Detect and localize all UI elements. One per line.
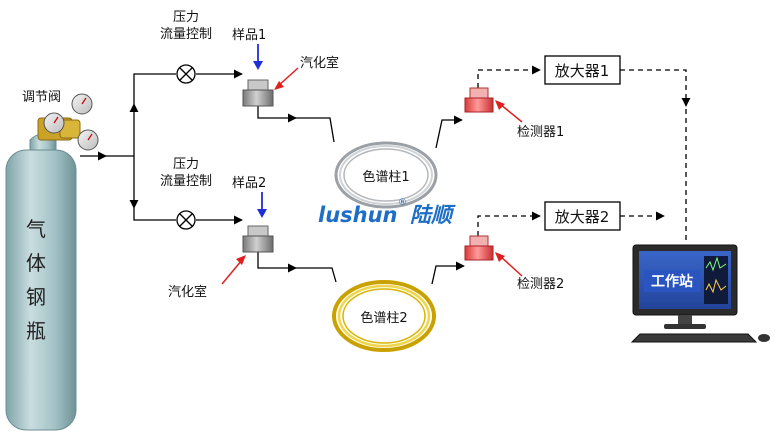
fc1-label-line1: 压力 — [173, 10, 199, 25]
vaporizer-2-label: 汽化室 — [168, 284, 207, 300]
cylinder-label-char-4: 瓶 — [26, 319, 46, 343]
detector-1-callout — [499, 103, 523, 123]
gas-cylinder: 气 体 钢 瓶 — [5, 133, 77, 431]
column-1: 色谱柱1 — [334, 141, 438, 209]
signal-det1-to-amp1 — [477, 65, 541, 88]
vaporizer-1-callout-head — [274, 81, 284, 90]
signal-det2-to-amp2 — [477, 211, 541, 236]
gauge-needle-left — [53, 116, 59, 124]
column-2: 色谱柱2 — [332, 280, 436, 352]
column-1-coil-outer — [334, 141, 438, 209]
vaporizer-2-body — [242, 235, 274, 253]
detector-2-label: 检测器2 — [517, 277, 564, 292]
amplifier-1: 放大器1 — [544, 55, 621, 85]
column-1-label: 色谱柱1 — [362, 169, 409, 185]
sample-1-label: 样品1 — [232, 28, 266, 43]
cylinder-label-char-2: 体 — [26, 251, 46, 275]
regulator-label: 调节阀 — [22, 90, 61, 105]
workstation-label: 工作站 — [651, 273, 693, 290]
flow-control-valve-1: 压力 流量控制 — [160, 10, 212, 84]
gauge-needle-bottom — [87, 133, 93, 141]
fc1-label-line2: 流量控制 — [160, 27, 212, 42]
vaporizer-1-callout — [277, 67, 299, 87]
vaporizer-1-body — [242, 89, 274, 107]
gas-lines — [80, 69, 465, 285]
signal-amp1-to-ws — [620, 69, 691, 107]
vaporizer-2-callout — [221, 259, 243, 285]
flow-control-valve-2: 压力 流量控制 — [160, 157, 212, 230]
vaporizer-2-callout-head — [236, 255, 246, 265]
workstation-computer: 工作站 — [630, 244, 770, 343]
line-vap2-to-col2 — [290, 267, 337, 283]
monitor-base — [664, 324, 706, 329]
watermark-chinese: 陆顺 — [410, 203, 456, 227]
sample-1-arrowhead — [253, 61, 263, 70]
watermark-mark: ® — [398, 198, 407, 208]
monitor-stand — [678, 315, 692, 325]
amplifier-2-box — [544, 201, 621, 231]
line-vap1-to-col1 — [290, 117, 335, 143]
detector-1-label: 检测器1 — [517, 125, 564, 140]
sample-2-arrowhead — [257, 209, 267, 218]
keyboard — [630, 333, 758, 343]
mouse-icon — [758, 334, 770, 342]
workstation-label-bg — [644, 270, 700, 292]
detector-2-callout-head — [495, 252, 505, 262]
screen-trace-1 — [705, 256, 727, 272]
amplifier-2: 放大器2 — [544, 201, 621, 231]
vaporizer-1: 汽化室 — [242, 55, 339, 107]
line-to-fc2 — [133, 208, 176, 221]
amplifier-1-label: 放大器1 — [555, 62, 610, 80]
cylinder-label-char-3: 钢 — [26, 285, 46, 309]
regulator-valve: 调节阀 — [22, 90, 99, 151]
watermark-latin: lushun — [318, 203, 398, 227]
column-1-coil-core — [343, 148, 429, 202]
detector-1-body — [464, 97, 494, 113]
detector-2-callout — [499, 255, 523, 277]
detector-2-cap — [469, 235, 489, 247]
column-2-coil-inner — [337, 284, 431, 348]
amplifier-1-box — [544, 55, 621, 85]
fc2-label-line2: 流量控制 — [160, 174, 212, 189]
cylinder-label-char-1: 气 — [26, 217, 46, 241]
column-2-label: 色谱柱2 — [360, 310, 407, 326]
detector-1: 检测器1 — [464, 87, 564, 140]
detector-1-callout-head — [495, 100, 505, 110]
line-to-fc1 — [133, 73, 176, 104]
vaporizer-1-cap — [247, 79, 269, 91]
amplifier-2-label: 放大器2 — [555, 208, 610, 226]
vaporizer-1-label: 汽化室 — [300, 55, 339, 71]
sample-1: 样品1 — [232, 28, 266, 70]
line-col2-to-det2 — [431, 261, 465, 285]
signal-lines — [477, 65, 691, 244]
line-vap1-out — [257, 104, 297, 123]
line-vap2-out — [257, 250, 297, 273]
gauge-needle-top — [81, 97, 87, 105]
line-col1-to-det1 — [435, 115, 463, 149]
sample-2: 样品2 — [232, 176, 267, 218]
vaporizer-2: 汽化室 — [168, 225, 274, 300]
cylinder-body — [5, 149, 77, 431]
detector-2: 检测器2 — [464, 235, 564, 292]
watermark-logo: lushun 陆顺 ® — [318, 198, 456, 227]
sample-2-label: 样品2 — [232, 176, 266, 191]
vaporizer-2-cap — [247, 225, 269, 237]
fc2-label-line1: 压力 — [173, 157, 199, 172]
column-2-coil-outer — [332, 280, 436, 352]
screen-trace-2 — [705, 278, 727, 294]
column-1-coil-inner — [339, 145, 433, 205]
column-2-coil-core — [342, 288, 426, 344]
detector-2-body — [464, 245, 494, 261]
detector-1-cap — [469, 87, 489, 99]
